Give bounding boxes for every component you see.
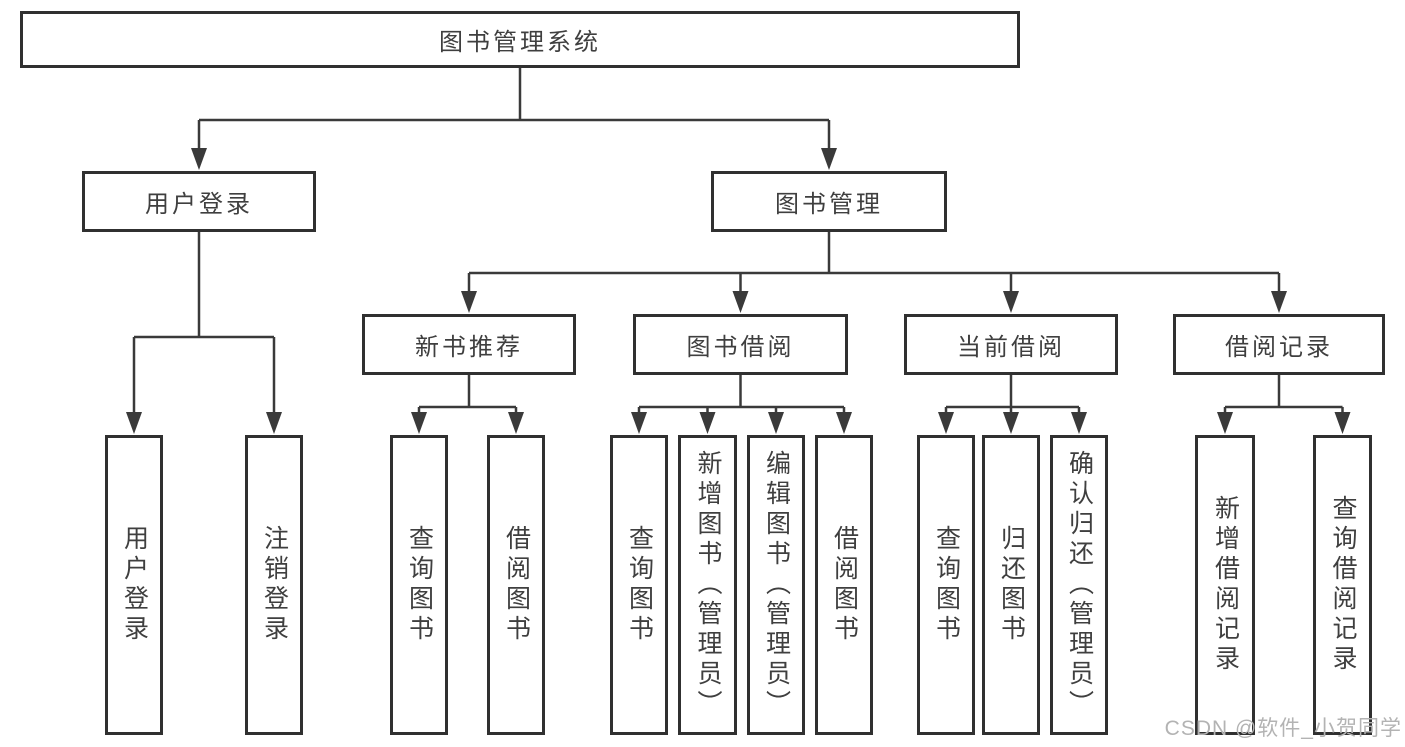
node-root: 图书管理系统 bbox=[20, 11, 1020, 68]
node-bb-query: 查询图书 bbox=[610, 435, 668, 735]
node-user-login: 用户登录 bbox=[82, 171, 316, 232]
node-label-book-borrow: 图书借阅 bbox=[686, 334, 795, 361]
node-bb-add: 新增图书（管理员） bbox=[678, 435, 737, 735]
arrowhead-icon bbox=[1334, 412, 1351, 434]
arrowhead-icon bbox=[768, 412, 784, 434]
node-book-mgmt: 图书管理 bbox=[711, 171, 947, 232]
arrowhead-icon bbox=[631, 412, 647, 434]
node-bb-edit: 编辑图书（管理员） bbox=[747, 435, 805, 735]
node-label-root: 图书管理系统 bbox=[439, 29, 601, 56]
node-label-br-add: 新增借阅记录 bbox=[1211, 495, 1240, 675]
arrowhead-icon bbox=[411, 412, 427, 434]
node-bb-borrow: 借阅图书 bbox=[815, 435, 873, 735]
arrowhead-icon bbox=[266, 412, 282, 434]
arrowhead-icon bbox=[1271, 291, 1287, 313]
arrowhead-icon bbox=[461, 291, 477, 313]
node-borrow-record: 借阅记录 bbox=[1173, 314, 1385, 375]
arrowhead-icon bbox=[699, 412, 716, 434]
arrowhead-icon bbox=[732, 291, 749, 313]
node-nb-query: 查询图书 bbox=[390, 435, 448, 735]
node-label-bb-edit: 编辑图书（管理员） bbox=[762, 450, 791, 720]
node-label-leaf-logout: 注销登录 bbox=[260, 525, 289, 645]
node-nb-borrow: 借阅图书 bbox=[487, 435, 545, 735]
node-cb-query: 查询图书 bbox=[917, 435, 975, 735]
arrowhead-icon bbox=[1217, 412, 1233, 434]
arrowhead-icon bbox=[508, 412, 524, 434]
node-cb-confirm: 确认归还（管理员） bbox=[1050, 435, 1108, 735]
arrowhead-icon bbox=[938, 412, 954, 434]
node-label-cb-return: 归还图书 bbox=[997, 525, 1026, 645]
node-label-borrow-record: 借阅记录 bbox=[1225, 334, 1333, 361]
node-book-borrow: 图书借阅 bbox=[633, 314, 848, 375]
arrowhead-icon bbox=[821, 148, 837, 170]
node-leaf-logout: 注销登录 bbox=[245, 435, 303, 735]
node-label-nb-query: 查询图书 bbox=[405, 525, 434, 645]
node-current-borrow: 当前借阅 bbox=[904, 314, 1118, 375]
node-label-cb-confirm: 确认归还（管理员） bbox=[1065, 450, 1094, 720]
node-leaf-user-login: 用户登录 bbox=[105, 435, 163, 735]
node-label-bb-add: 新增图书（管理员） bbox=[694, 450, 722, 720]
node-br-add: 新增借阅记录 bbox=[1195, 435, 1255, 735]
arrowhead-icon bbox=[1003, 412, 1019, 434]
node-label-bb-borrow: 借阅图书 bbox=[830, 525, 859, 645]
node-new-book: 新书推荐 bbox=[362, 314, 576, 375]
arrowhead-icon bbox=[836, 412, 852, 434]
node-label-nb-borrow: 借阅图书 bbox=[502, 525, 531, 645]
arrowhead-icon bbox=[1003, 291, 1019, 313]
node-label-book-mgmt: 图书管理 bbox=[775, 191, 883, 218]
arrowhead-icon bbox=[126, 412, 142, 434]
node-label-new-book: 新书推荐 bbox=[415, 334, 523, 361]
node-label-br-query: 查询借阅记录 bbox=[1329, 495, 1357, 675]
node-label-bb-query: 查询图书 bbox=[625, 525, 654, 645]
arrowhead-icon bbox=[191, 148, 207, 170]
node-label-user-login: 用户登录 bbox=[145, 191, 253, 218]
node-label-cb-query: 查询图书 bbox=[932, 525, 961, 645]
arrowhead-icon bbox=[1071, 412, 1087, 434]
node-br-query: 查询借阅记录 bbox=[1313, 435, 1372, 735]
node-cb-return: 归还图书 bbox=[982, 435, 1040, 735]
node-label-leaf-user-login: 用户登录 bbox=[120, 525, 149, 645]
node-label-current-borrow: 当前借阅 bbox=[957, 334, 1065, 361]
